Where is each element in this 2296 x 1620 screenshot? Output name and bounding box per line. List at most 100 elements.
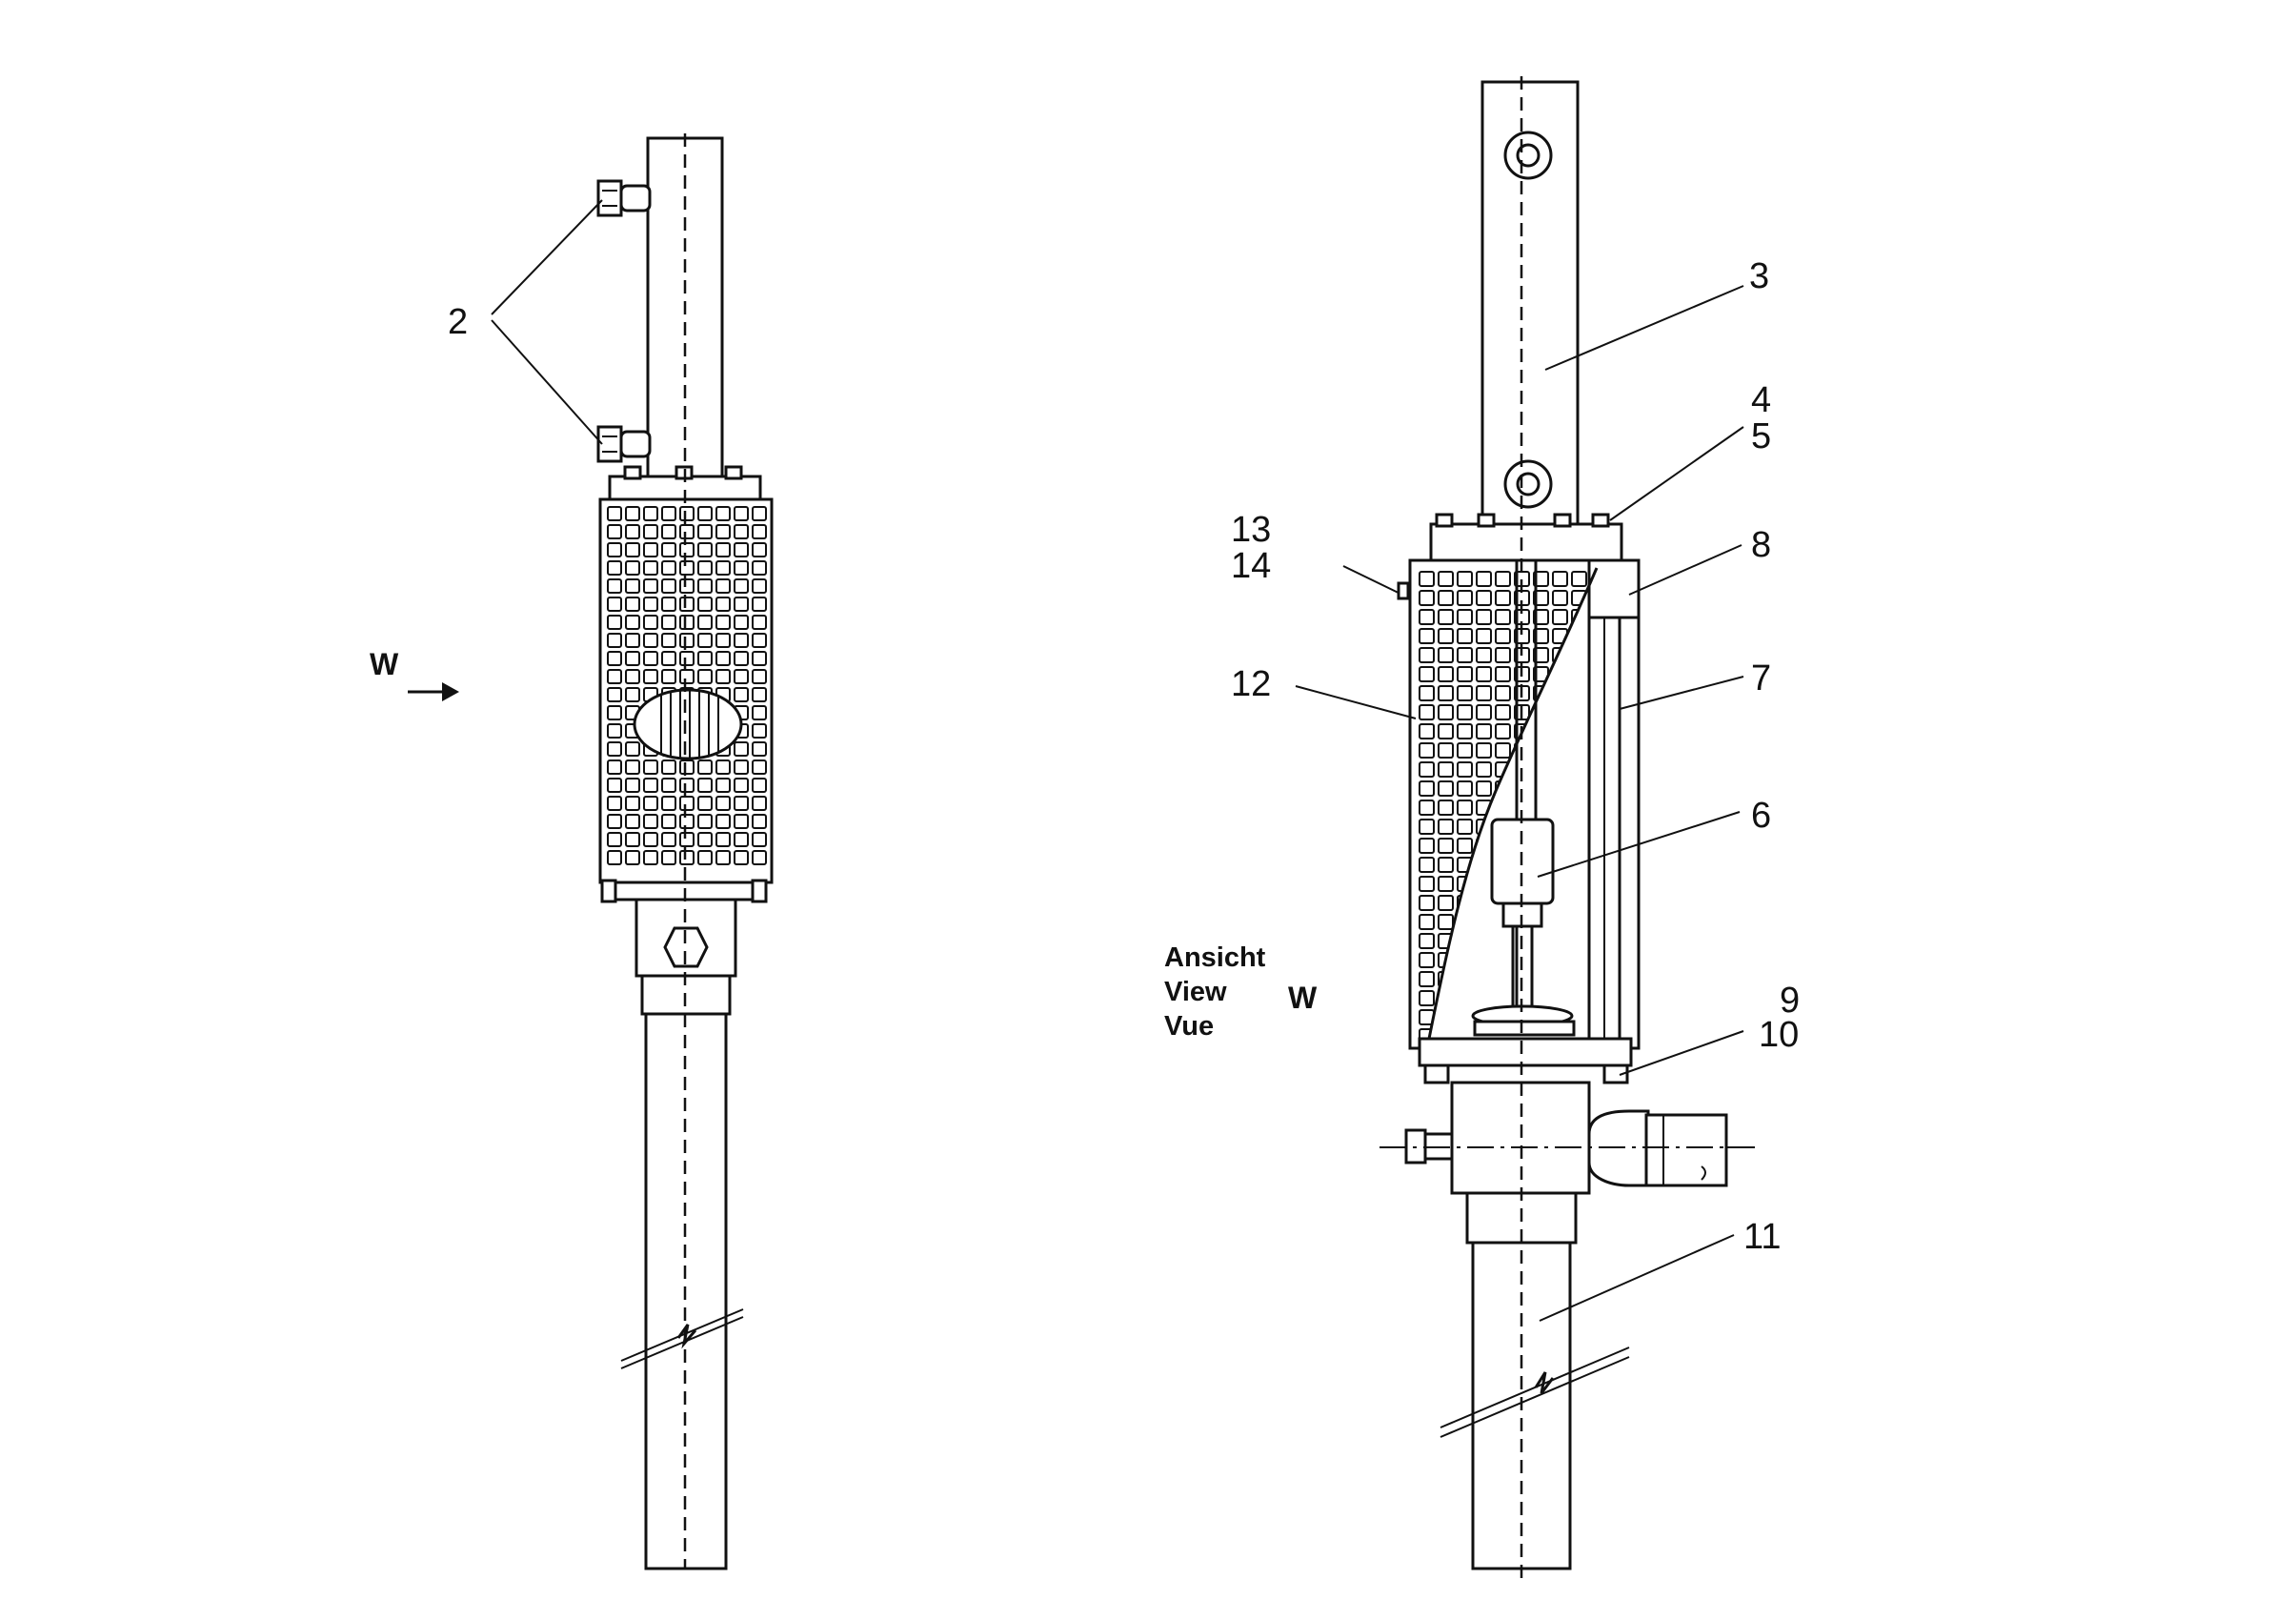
- perforation-hole: [607, 778, 622, 793]
- perforation-hole: [752, 796, 767, 811]
- perforation-hole: [661, 651, 676, 666]
- perforation-hole: [1495, 647, 1511, 663]
- perforation-hole: [625, 651, 640, 666]
- perforation-hole: [1419, 990, 1435, 1006]
- perforation-hole: [1476, 761, 1492, 778]
- perforation-hole: [1457, 647, 1473, 663]
- perforation-hole: [1419, 609, 1435, 625]
- perforation-hole: [734, 759, 749, 775]
- perforation-hole: [715, 542, 731, 557]
- perforation-hole: [1419, 800, 1435, 816]
- perforation-hole: [1438, 876, 1454, 892]
- perforation-hole: [643, 524, 658, 539]
- left-fitting-lower: [596, 425, 652, 463]
- perforation-hole: [607, 542, 622, 557]
- perforation-hole: [1419, 838, 1435, 854]
- perforation-hole: [643, 615, 658, 630]
- callout-13: 13: [1231, 510, 1271, 550]
- perforation-hole: [643, 578, 658, 594]
- perforation-hole: [1533, 590, 1549, 606]
- perforation-hole: [752, 669, 767, 684]
- callout-2: 2: [448, 302, 468, 342]
- left-fitting-upper: [596, 179, 652, 217]
- perforation-hole: [607, 741, 622, 757]
- perforation-hole: [625, 850, 640, 865]
- view-caption: Ansicht View Vue W: [1164, 942, 1318, 1042]
- perforation-hole: [752, 560, 767, 576]
- perforation-hole: [625, 615, 640, 630]
- view-caption-fr: Vue: [1164, 1011, 1214, 1042]
- perforation-hole: [715, 778, 731, 793]
- right-top-bolts: [1435, 513, 1610, 528]
- perforation-hole: [643, 651, 658, 666]
- perforation-hole: [715, 633, 731, 648]
- callout-6: 6: [1751, 796, 1771, 836]
- perforation-hole: [1438, 666, 1454, 682]
- view-arrow-w: W: [370, 647, 459, 701]
- perforation-hole: [1476, 780, 1492, 797]
- view-caption-en: View: [1164, 977, 1227, 1007]
- perforation-hole: [1438, 857, 1454, 873]
- perforation-hole: [1552, 571, 1568, 587]
- right-cut-edge: [1427, 567, 1599, 1040]
- right-top-flange: [1429, 522, 1623, 562]
- perforation-hole: [679, 850, 695, 865]
- perforation-hole: [625, 741, 640, 757]
- perforation-hole: [715, 796, 731, 811]
- perforation-hole: [1419, 742, 1435, 759]
- perforation-hole: [1419, 819, 1435, 835]
- perforation-hole: [1438, 819, 1454, 835]
- perforation-hole: [734, 651, 749, 666]
- perforation-hole: [752, 832, 767, 847]
- perforation-hole: [607, 651, 622, 666]
- perforation-hole: [607, 506, 622, 521]
- callout-10: 10: [1759, 1015, 1799, 1055]
- perforation-hole: [734, 741, 749, 757]
- perforation-hole: [679, 814, 695, 829]
- perforation-hole: [752, 597, 767, 612]
- perforation-hole: [625, 796, 640, 811]
- perforation-hole: [679, 778, 695, 793]
- view-arrow-letter: W: [370, 647, 399, 681]
- perforation-hole: [607, 560, 622, 576]
- perforation-hole: [1419, 628, 1435, 644]
- perforation-hole: [607, 814, 622, 829]
- perforation-hole: [734, 796, 749, 811]
- perforation-hole: [661, 850, 676, 865]
- perforation-hole: [734, 506, 749, 521]
- perforation-hole: [661, 524, 676, 539]
- perforation-hole: [679, 633, 695, 648]
- perforation-hole: [679, 759, 695, 775]
- perforation-hole: [734, 560, 749, 576]
- perforation-hole: [1419, 647, 1435, 663]
- perforation-hole: [625, 506, 640, 521]
- perforation-hole: [607, 597, 622, 612]
- perforation-hole: [697, 651, 713, 666]
- perforation-hole: [1419, 723, 1435, 739]
- perforation-hole: [1476, 685, 1492, 701]
- perforation-hole: [607, 796, 622, 811]
- perforation-hole: [752, 687, 767, 702]
- perforation-hole: [1457, 704, 1473, 720]
- perforation-hole: [697, 633, 713, 648]
- perforation-hole: [715, 578, 731, 594]
- perforation-hole: [1419, 571, 1435, 587]
- perforation-hole: [1438, 800, 1454, 816]
- perforation-hole: [715, 597, 731, 612]
- perforation-hole: [734, 615, 749, 630]
- perforation-hole: [679, 542, 695, 557]
- perforation-hole: [1495, 609, 1511, 625]
- perforation-hole: [1495, 628, 1511, 644]
- perforation-hole: [643, 669, 658, 684]
- perforation-hole: [661, 778, 676, 793]
- perforation-hole: [607, 615, 622, 630]
- perforation-hole: [1438, 780, 1454, 797]
- perforation-hole: [1476, 666, 1492, 682]
- callout-5: 5: [1751, 416, 1771, 456]
- perforation-hole: [625, 759, 640, 775]
- perforation-hole: [661, 832, 676, 847]
- perforation-hole: [661, 597, 676, 612]
- perforation-hole: [715, 560, 731, 576]
- perforation-hole: [752, 524, 767, 539]
- perforation-hole: [625, 687, 640, 702]
